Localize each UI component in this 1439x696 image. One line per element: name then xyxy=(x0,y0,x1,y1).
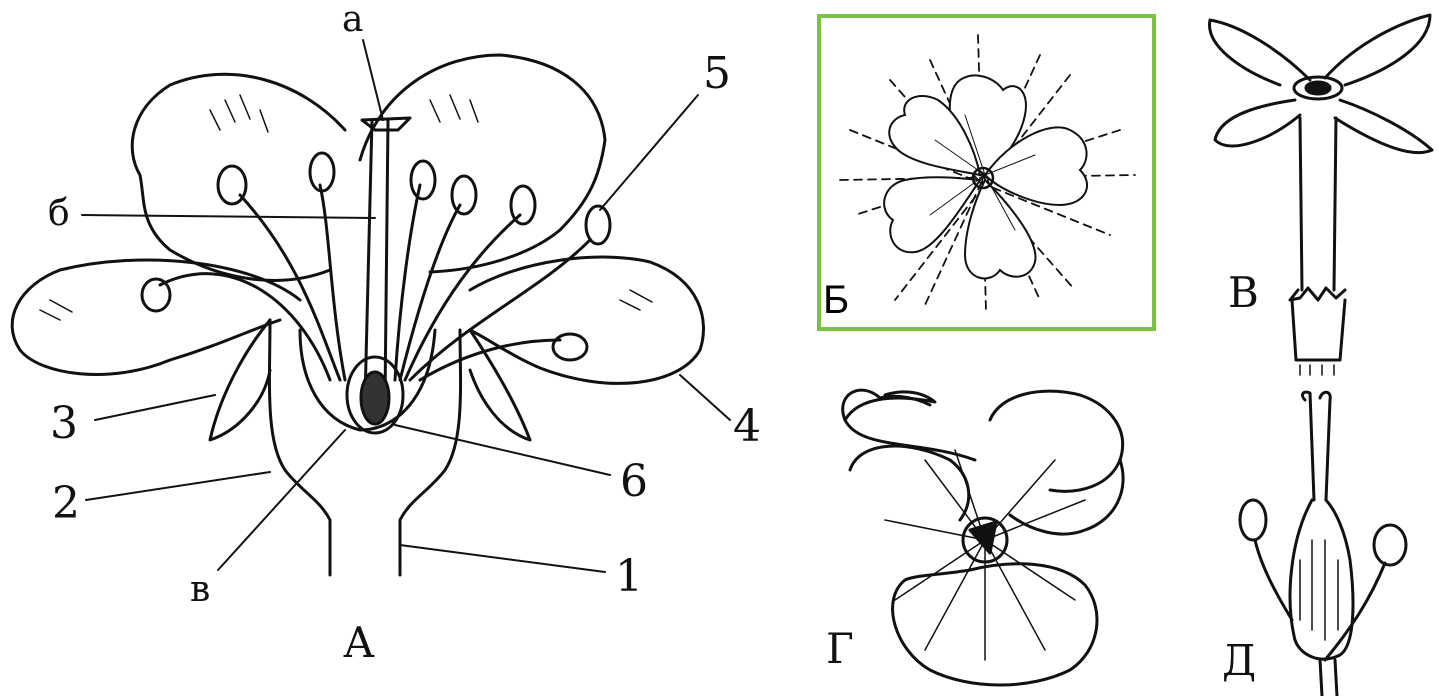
caption-d: Д xyxy=(1222,640,1256,682)
